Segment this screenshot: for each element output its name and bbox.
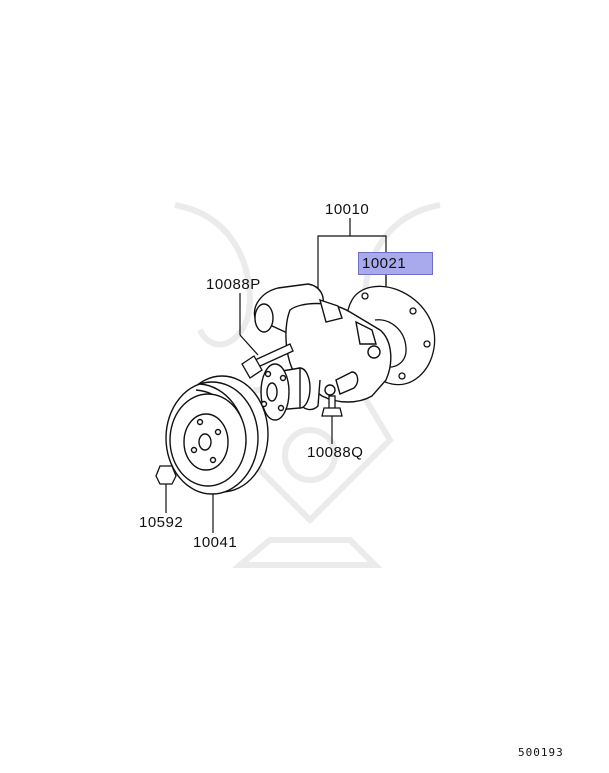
pulley-10041 — [165, 375, 269, 495]
callout-10088P: 10088P — [206, 276, 261, 293]
bolt-10592 — [155, 465, 177, 485]
callout-10041: 10041 — [193, 534, 238, 551]
diagram-code: 500193 — [518, 746, 564, 759]
callout-10088Q: 10088Q — [307, 444, 364, 461]
callout-10021-highlighted[interactable]: 10021 — [358, 252, 434, 275]
callout-10592: 10592 — [139, 514, 184, 531]
callout-10010: 10010 — [325, 201, 370, 218]
bolt-10088P — [241, 343, 294, 379]
bolt-10088Q — [321, 395, 343, 417]
water-pump-10010 — [253, 283, 392, 421]
